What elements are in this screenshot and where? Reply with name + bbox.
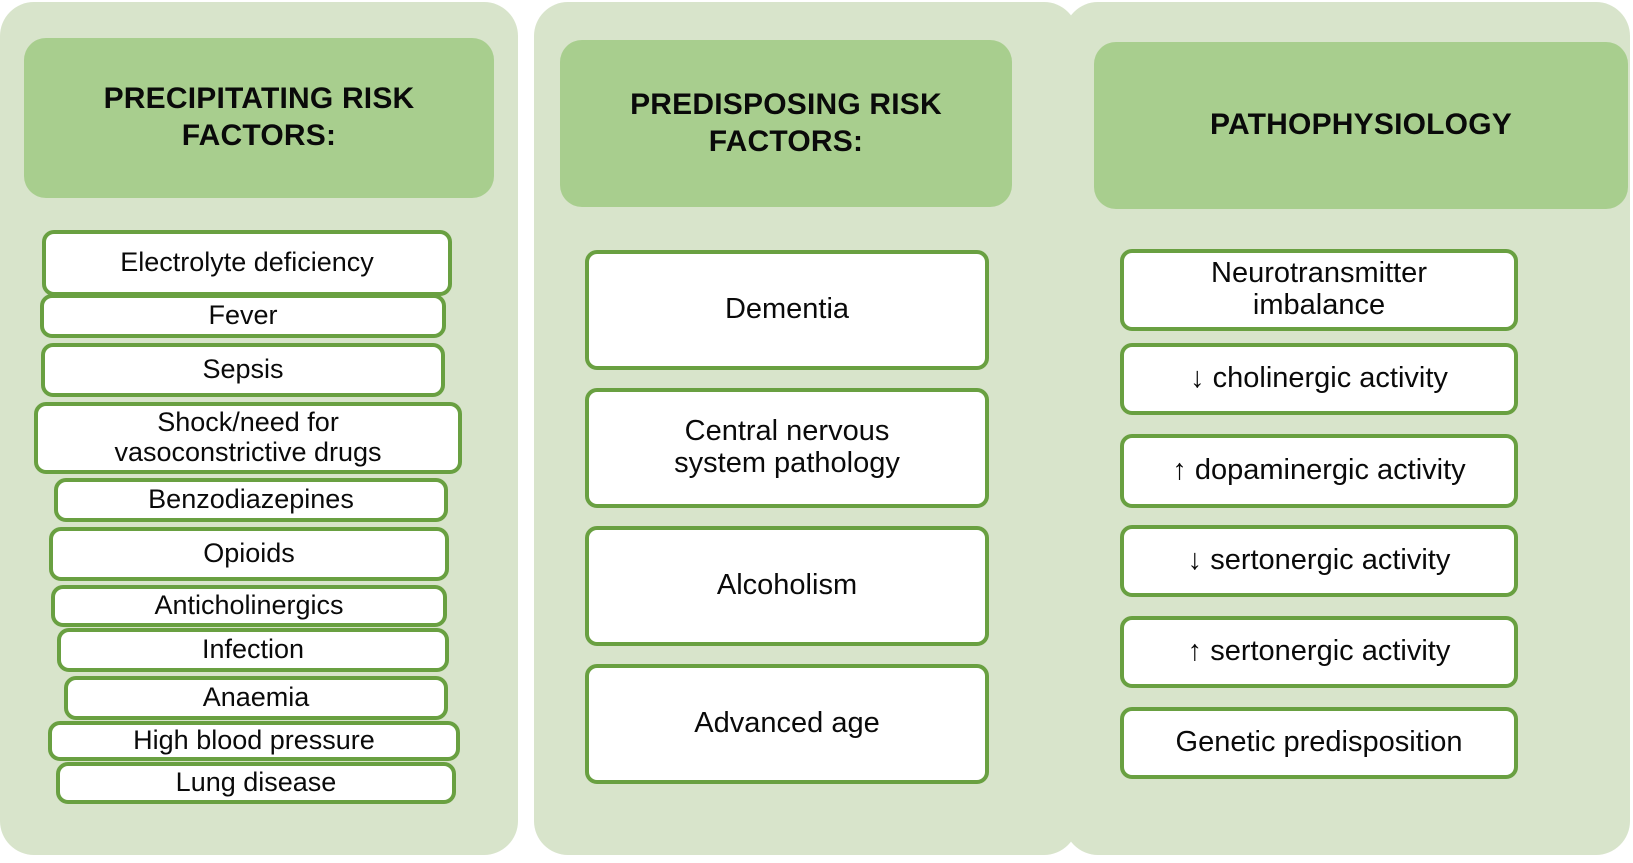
list-item-label: Opioids	[203, 538, 295, 569]
panel-header-pathophysiology: PATHOPHYSIOLOGY	[1094, 42, 1628, 209]
panel-header-label-predisposing: PREDISPOSING RISK FACTORS:	[630, 87, 942, 158]
list-item-label: ↑ dopaminergic activity	[1172, 454, 1466, 487]
list-item-label: Central nervous system pathology	[674, 415, 900, 479]
list-item[interactable]: Infection	[57, 628, 449, 672]
list-item-label: Dementia	[724, 293, 850, 326]
list-item-label: Lung disease	[175, 767, 337, 798]
list-item[interactable]: Benzodiazepines	[54, 478, 448, 522]
list-item[interactable]: ↓ cholinergic activity	[1120, 343, 1518, 415]
list-item[interactable]: ↓ sertonergic activity	[1120, 525, 1518, 597]
list-item-label: ↓ sertonergic activity	[1187, 544, 1451, 577]
list-item[interactable]: Advanced age	[585, 664, 989, 784]
list-item-label: Genetic predisposition	[1175, 726, 1463, 759]
list-item[interactable]: High blood pressure	[48, 721, 460, 761]
list-item[interactable]: Neurotransmitter imbalance	[1120, 249, 1518, 331]
panel-header-predisposing: PREDISPOSING RISK FACTORS:	[560, 40, 1012, 207]
list-item-label: High blood pressure	[133, 725, 375, 756]
list-item[interactable]: ↑ dopaminergic activity	[1120, 434, 1518, 508]
list-item-label: Alcoholism	[716, 569, 858, 602]
list-item[interactable]: Alcoholism	[585, 526, 989, 646]
list-item[interactable]: Shock/need for vasoconstrictive drugs	[34, 402, 462, 474]
panel-header-precipitating: PRECIPITATING RISK FACTORS:	[24, 38, 494, 198]
panel-header-label-pathophysiology: PATHOPHYSIOLOGY	[1210, 108, 1512, 142]
list-item-label: ↑ sertonergic activity	[1187, 635, 1451, 668]
list-item-label: Fever	[208, 300, 278, 331]
list-item-label: ↓ cholinergic activity	[1190, 362, 1448, 395]
list-item-label: Electrolyte deficiency	[120, 247, 374, 278]
list-item[interactable]: Anticholinergics	[51, 585, 447, 627]
list-item-label: Infection	[201, 634, 305, 665]
list-item[interactable]: Fever	[40, 294, 446, 338]
list-item[interactable]: Genetic predisposition	[1120, 707, 1518, 779]
list-item[interactable]: Sepsis	[41, 343, 445, 397]
list-item-label: Sepsis	[202, 354, 284, 385]
list-item[interactable]: Central nervous system pathology	[585, 388, 989, 508]
list-item-label: Benzodiazepines	[148, 484, 354, 515]
list-item[interactable]: Electrolyte deficiency	[42, 230, 452, 296]
list-item-label: Anticholinergics	[154, 590, 344, 621]
list-item-label: Shock/need for vasoconstrictive drugs	[114, 407, 382, 467]
list-item[interactable]: Lung disease	[56, 762, 456, 804]
list-item-label: Neurotransmitter imbalance	[1211, 257, 1427, 321]
list-item[interactable]: Dementia	[585, 250, 989, 370]
list-item-label: Advanced age	[694, 707, 880, 740]
panel-header-label-precipitating: PRECIPITATING RISK FACTORS:	[103, 82, 415, 152]
list-item-label: Anaemia	[202, 682, 310, 713]
list-item[interactable]: ↑ sertonergic activity	[1120, 616, 1518, 688]
list-item[interactable]: Opioids	[49, 527, 449, 581]
list-item[interactable]: Anaemia	[64, 676, 448, 720]
